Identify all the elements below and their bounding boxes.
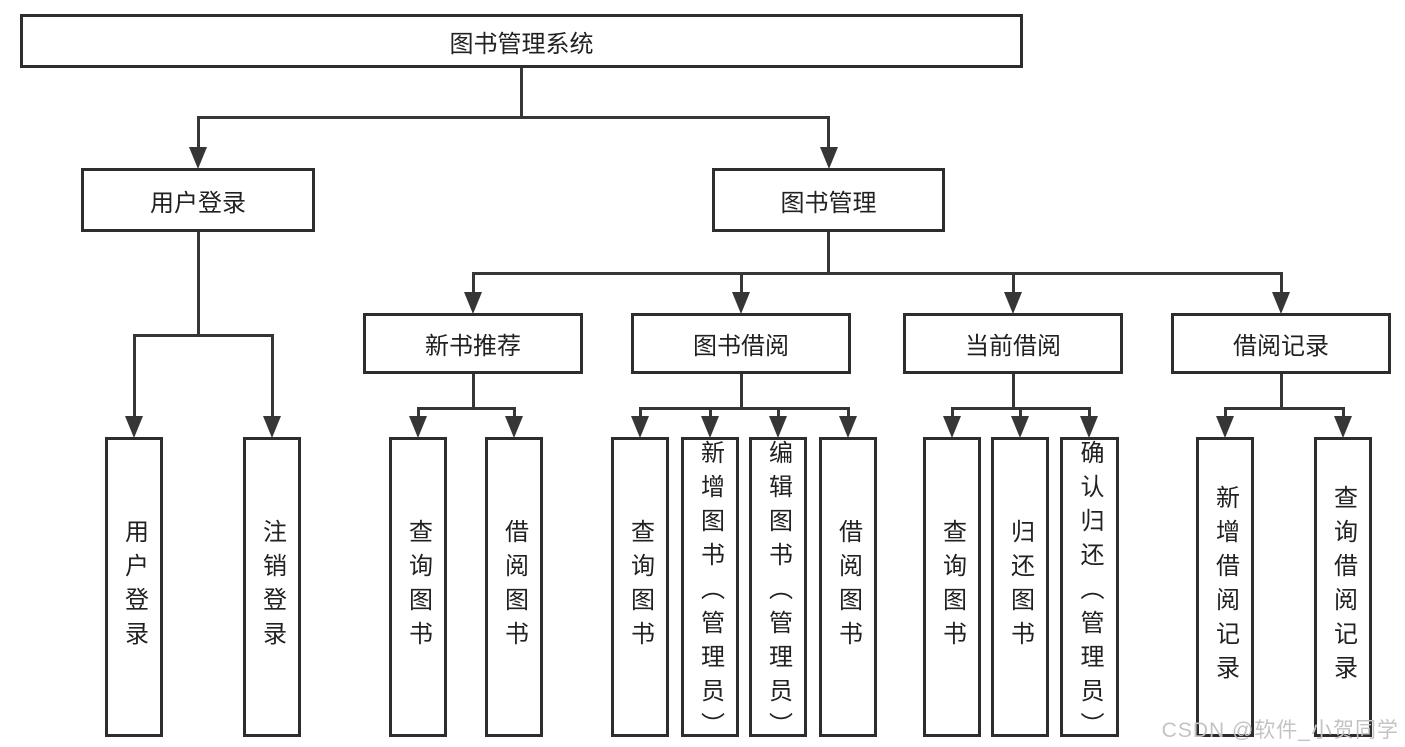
arrow-down-icon: [1272, 292, 1290, 314]
connector-line: [132, 333, 274, 337]
connector-line: [196, 115, 830, 119]
node-leaf-return-book: 归还图书: [991, 437, 1049, 737]
connector-line: [1223, 408, 1227, 419]
node-leaf-borrow-book-1: 借阅图书: [485, 437, 543, 737]
arrow-down-icon: [409, 416, 427, 438]
node-new-book-recommend: 新书推荐: [363, 313, 583, 374]
connector-line: [512, 408, 516, 419]
arrow-down-icon: [125, 416, 143, 438]
node-leaf-user-login: 用户登录: [105, 437, 163, 737]
arrow-down-icon: [819, 147, 838, 169]
connector-line: [638, 406, 850, 410]
connector-line: [270, 335, 274, 419]
node-leaf-add-book: 新增图书（管理员）: [681, 437, 739, 746]
connector-line: [1279, 273, 1283, 295]
connector-line: [132, 335, 136, 419]
connector-line: [471, 271, 1283, 275]
connector-line: [196, 117, 200, 150]
connector-line: [708, 408, 712, 419]
node-book-management: 图书管理: [712, 168, 945, 232]
connector-line: [739, 374, 743, 408]
node-leaf-query-record: 查询借阅记录: [1314, 437, 1372, 737]
connector-line: [827, 232, 830, 273]
node-borrow-record: 借阅记录: [1171, 313, 1391, 374]
connector-line: [1011, 374, 1015, 408]
arrow-down-icon: [701, 416, 719, 438]
connector-line: [846, 408, 850, 419]
node-book-borrow: 图书借阅: [631, 313, 851, 374]
arrow-down-icon: [189, 147, 207, 169]
arrow-down-icon: [1080, 416, 1098, 438]
connector-line: [416, 406, 516, 410]
connector-line: [1087, 408, 1091, 419]
connector-line: [471, 273, 475, 295]
connector-line: [196, 232, 200, 335]
arrow-down-icon: [769, 416, 787, 438]
arrow-down-icon: [464, 292, 482, 314]
connector-line: [1011, 273, 1015, 295]
connector-line: [520, 68, 523, 117]
node-leaf-logout: 注销登录: [243, 437, 301, 737]
connector-line: [638, 408, 642, 419]
connector-line: [776, 408, 780, 419]
arrow-down-icon: [943, 416, 961, 438]
arrow-down-icon: [732, 292, 750, 314]
connector-line: [1223, 406, 1345, 410]
node-user-login: 用户登录: [81, 168, 315, 232]
node-leaf-query-book-1: 查询图书: [389, 437, 447, 737]
arrow-down-icon: [631, 416, 649, 438]
connector-line: [1018, 408, 1022, 419]
arrow-down-icon: [1011, 416, 1029, 438]
connector-line: [471, 374, 475, 408]
connector-line: [827, 117, 830, 150]
node-leaf-borrow-book-2: 借阅图书: [819, 437, 877, 737]
arrow-down-icon: [1216, 416, 1234, 438]
arrow-down-icon: [263, 416, 281, 438]
node-leaf-query-book-3: 查询图书: [923, 437, 981, 737]
arrow-down-icon: [1004, 292, 1022, 314]
connector-line: [1279, 374, 1283, 408]
arrow-down-icon: [839, 416, 857, 438]
node-leaf-add-record: 新增借阅记录: [1196, 437, 1254, 737]
connector-line: [950, 408, 954, 419]
node-leaf-edit-book: 编辑图书（管理员）: [749, 437, 807, 746]
node-current-borrow: 当前借阅: [903, 313, 1123, 374]
connector-line: [416, 408, 420, 419]
node-leaf-confirm-return: 确认归还（管理员）: [1060, 437, 1119, 746]
node-library-system: 图书管理系统: [20, 14, 1023, 68]
arrow-down-icon: [1334, 416, 1352, 438]
connector-line: [739, 273, 743, 295]
connector-line: [1341, 408, 1345, 419]
node-leaf-query-book-2: 查询图书: [611, 437, 669, 737]
arrow-down-icon: [505, 416, 523, 438]
